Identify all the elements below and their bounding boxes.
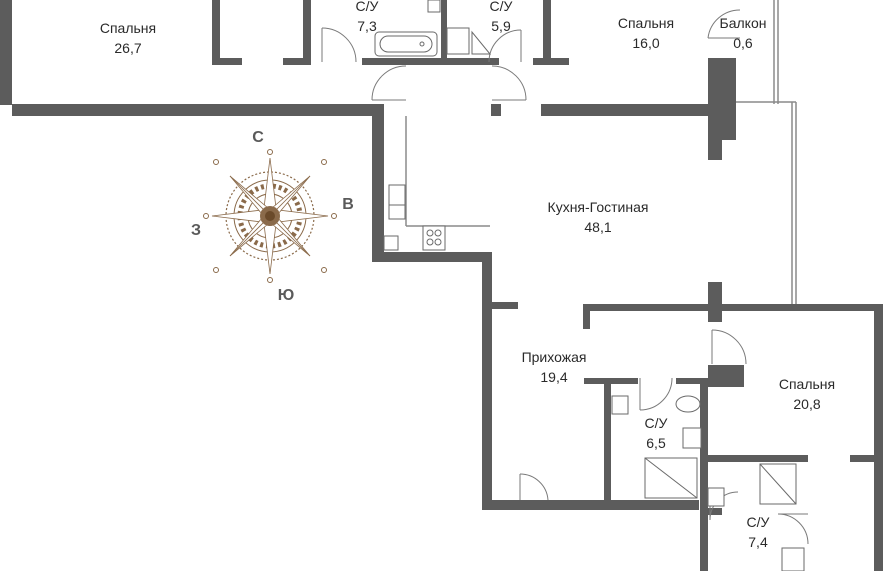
room-name: Спальня bbox=[99, 20, 157, 36]
room-label: С/У 7,3 bbox=[356, 0, 379, 36]
room-label: Спальня 26,7 bbox=[100, 18, 156, 58]
room-label: С/У 5,9 bbox=[490, 0, 513, 36]
room-area: 26,7 bbox=[114, 40, 142, 56]
room-name: Балкон bbox=[719, 15, 767, 31]
kitchen-sink bbox=[388, 184, 406, 206]
room-label: Балкон 0,6 bbox=[720, 13, 767, 53]
stove bbox=[422, 225, 446, 251]
compass-rose bbox=[203, 149, 337, 283]
sink bbox=[446, 27, 470, 55]
room-area: 5,9 bbox=[491, 18, 511, 34]
compass-south: Ю bbox=[277, 287, 295, 304]
room-area: 7,3 bbox=[357, 18, 377, 34]
compass-east: В bbox=[342, 196, 354, 213]
room-label: Спальня 20,8 bbox=[779, 374, 835, 414]
room-name: С/У bbox=[746, 514, 770, 530]
room-name: С/У bbox=[644, 415, 668, 431]
room-name: Спальня bbox=[617, 15, 675, 31]
room-area: 16,0 bbox=[632, 35, 660, 51]
room-area: 48,1 bbox=[584, 219, 612, 235]
room-label: С/У 7,4 bbox=[747, 512, 770, 552]
room-label: Спальня 16,0 bbox=[618, 13, 674, 53]
room-name: С/У bbox=[489, 0, 513, 14]
room-area: 6,5 bbox=[646, 435, 666, 451]
room-name: Кухня-Гостиная bbox=[547, 199, 649, 215]
room-label: С/У 6,5 bbox=[645, 413, 668, 453]
window-lines bbox=[405, 0, 797, 304]
fixtures bbox=[374, 0, 805, 571]
compass-west: З bbox=[190, 222, 202, 239]
room-name: Прихожая bbox=[521, 349, 587, 365]
room-area: 0,6 bbox=[733, 35, 753, 51]
toilet bbox=[427, 0, 441, 13]
room-area: 20,8 bbox=[793, 396, 821, 412]
bath-sink-2 bbox=[611, 395, 629, 415]
compass-north: С bbox=[252, 129, 264, 146]
toilet-2 bbox=[675, 395, 701, 413]
room-label: Прихожая 19,4 bbox=[522, 347, 587, 387]
room-label: Кухня-Гостиная 48,1 bbox=[548, 197, 649, 237]
room-area: 7,4 bbox=[748, 534, 768, 550]
room-area: 19,4 bbox=[540, 369, 568, 385]
room-name: Спальня bbox=[778, 376, 836, 392]
room-name: С/У bbox=[355, 0, 379, 14]
